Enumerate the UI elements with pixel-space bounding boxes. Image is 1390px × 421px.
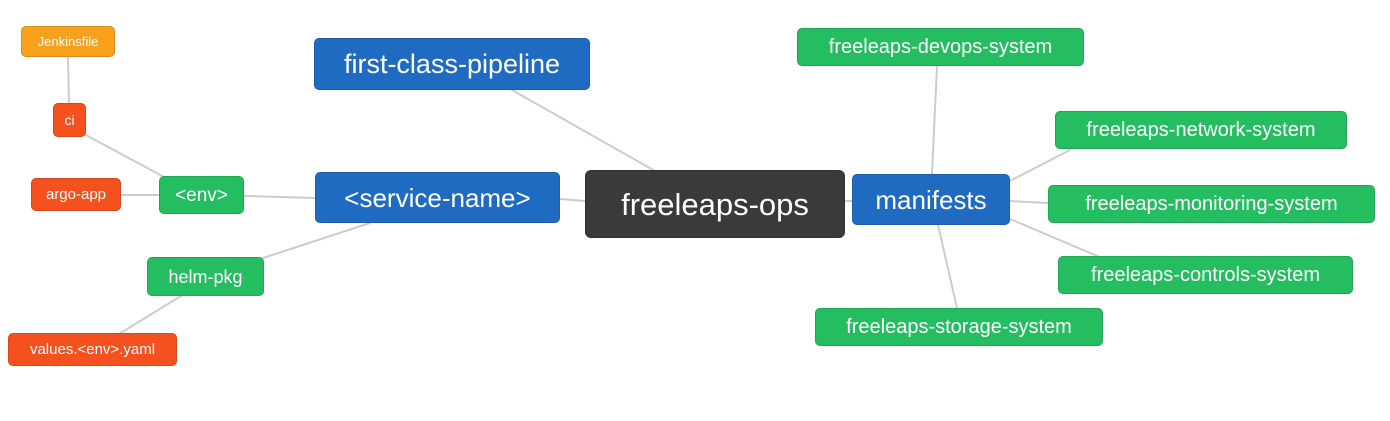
edge-manifests-controls: [1009, 218, 1103, 259]
node-monitoring-system[interactable]: freeleaps-monitoring-system: [1048, 185, 1375, 223]
node-values-env-yaml[interactable]: values.<env>.yaml: [8, 333, 177, 366]
node-argo-app[interactable]: argo-app: [31, 178, 121, 211]
node-service-name[interactable]: <service-name>: [315, 172, 560, 223]
edge-servicename-helmpkg: [262, 222, 371, 259]
node-jenkinsfile[interactable]: Jenkinsfile: [21, 26, 115, 57]
node-first-class-pipeline[interactable]: first-class-pipeline: [314, 38, 590, 90]
node-devops-system[interactable]: freeleaps-devops-system: [797, 28, 1084, 66]
edge-manifests-storage: [937, 224, 958, 309]
node-network-system[interactable]: freeleaps-network-system: [1055, 111, 1347, 149]
node-controls-system[interactable]: freeleaps-controls-system: [1058, 256, 1353, 294]
node-ci[interactable]: ci: [53, 103, 86, 137]
edge-servicename-ops: [559, 198, 586, 202]
node-manifests[interactable]: manifests: [852, 174, 1010, 225]
edge-helmpkg-values: [118, 295, 182, 335]
edge-ci-env: [83, 133, 167, 179]
edge-pipeline-ops: [511, 89, 656, 172]
edge-manifests-network: [1007, 149, 1071, 183]
edge-manifests-devops: [931, 65, 938, 175]
node-freeleaps-ops-root[interactable]: freeleaps-ops: [585, 170, 845, 238]
node-helm-pkg[interactable]: helm-pkg: [147, 257, 264, 296]
edge-env-servicename: [243, 195, 316, 199]
edge-jenkinsfile-ci: [67, 56, 70, 105]
node-storage-system[interactable]: freeleaps-storage-system: [815, 308, 1103, 346]
node-env[interactable]: <env>: [159, 176, 244, 214]
edge-manifests-monitoring: [1009, 200, 1049, 204]
